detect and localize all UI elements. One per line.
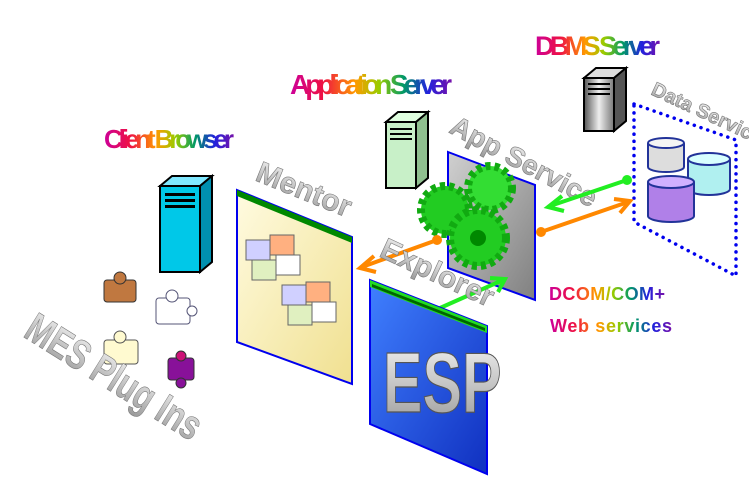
arrow-explorer-to-app: [439, 276, 509, 310]
esp-label: ESP: [383, 335, 501, 430]
arrow-app-to-data: [536, 197, 634, 237]
puzzle-piece-icon: [155, 289, 198, 325]
dbms-server-title: DBMS Server: [535, 31, 660, 61]
client-browser-title: Client Browser: [104, 124, 234, 154]
puzzle-piece-icon: [167, 350, 195, 389]
protocol-dcom-com: DCOM/COM+: [549, 284, 665, 304]
client-server-icon: [157, 173, 215, 275]
arrow-app-to-mentor: [355, 235, 442, 274]
database-icon: [647, 137, 685, 173]
database-icon: [647, 175, 695, 223]
dbms-server-icon: [581, 65, 629, 134]
application-server-icon: [383, 109, 431, 191]
data-service-boundary: [632, 101, 738, 279]
mentor-panel: [236, 188, 353, 386]
gears-icon: [417, 162, 516, 270]
application-server-title: Application Server: [290, 69, 452, 100]
puzzle-piece-icon: [103, 271, 137, 303]
puzzle-piece-icon: [103, 330, 139, 365]
arrow-data-to-app: [543, 175, 632, 213]
protocol-web-services: Web services: [550, 316, 672, 336]
esp-panel: [369, 278, 488, 476]
puzzle-cluster-icon: [245, 234, 337, 326]
